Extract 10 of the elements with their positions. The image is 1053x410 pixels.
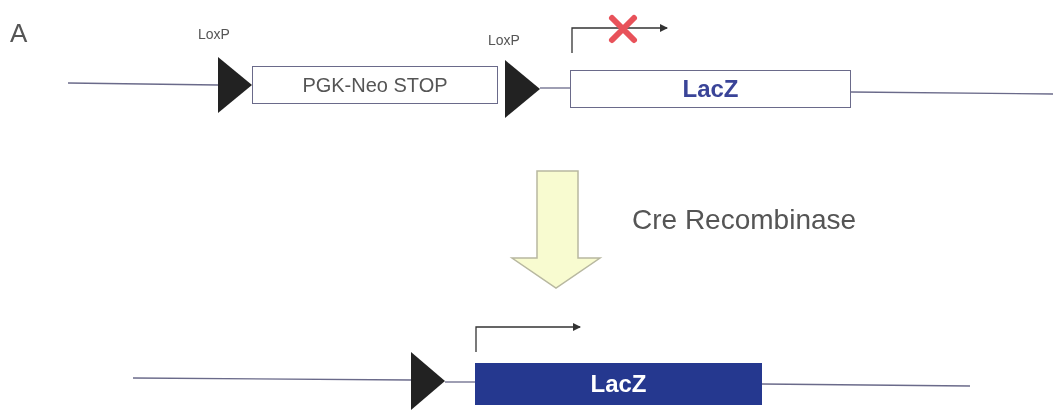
- gene-label: LacZ: [590, 370, 647, 398]
- site-label: LoxP: [198, 26, 230, 42]
- panel-letter: A: [10, 18, 28, 49]
- gene-label: LacZ: [682, 75, 739, 103]
- site-label: LoxP: [488, 32, 520, 48]
- gene-label: PGK-Neo STOP: [302, 73, 448, 97]
- gene-segment-box: [252, 66, 498, 104]
- gene-segment-box: [570, 70, 851, 108]
- enzyme-label: Cre Recombinase: [632, 204, 857, 236]
- gene-segment-box: [475, 363, 762, 405]
